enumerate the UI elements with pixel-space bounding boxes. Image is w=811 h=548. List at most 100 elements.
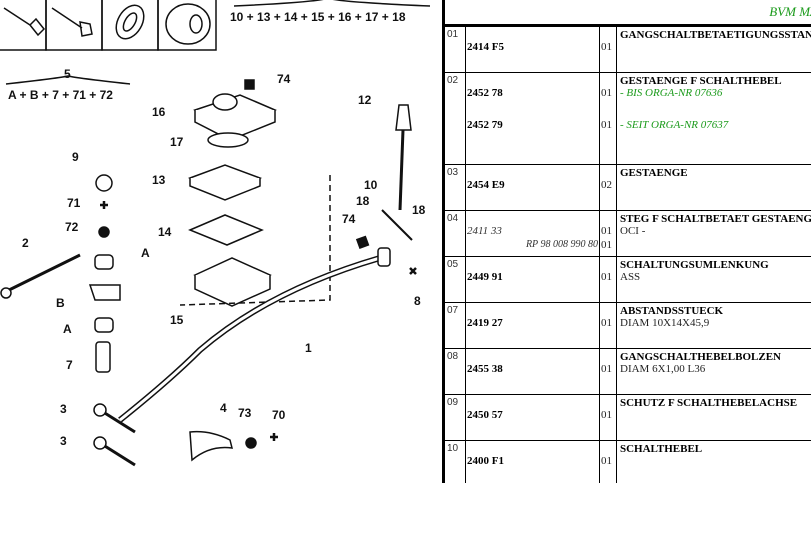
part-number[interactable]: 2452 79 [467,119,503,131]
quantity: 01 [601,271,612,283]
callout: 71 [67,196,81,210]
part-number[interactable]: 2400 F1 [467,455,504,467]
parts-exploded-diagram: 10 + 13 + 14 + 15 + 16 + 17 + 18 5 A + B… [0,0,431,467]
quantity: 01 [601,317,612,329]
part-number-cell: 2452 78 2452 79 [465,73,600,164]
callout: B [56,296,65,310]
callout: 13 [152,173,166,187]
part-number[interactable]: 2449 91 [467,271,503,283]
part-number[interactable]: 2452 78 [467,87,503,99]
callout: 10 [364,178,378,192]
part-number[interactable]: 2419 27 [467,317,503,329]
callout: 73 [238,406,252,420]
qty-cell: 01 [600,441,617,483]
part-number[interactable]: 2454 E9 [467,179,505,191]
part-number-cell: 2455 38 [465,349,600,394]
callout: 72 [65,220,79,234]
ref-number: 05 [445,257,466,302]
part-number[interactable]: 2414 F5 [467,41,504,53]
part-number[interactable]: 2411 33 [467,225,502,237]
callout: 15 [170,313,184,327]
callout: A [63,322,72,336]
callout: 7 [66,358,73,372]
callout: 74 [277,72,291,86]
part-description: SCHUTZ F SCHALTHEBELACHSE [620,397,798,409]
part-note: - SEIT ORGA-NR 07637 [620,119,729,131]
callout: 3 [60,402,67,416]
replacement-part-number[interactable]: RP 98 008 990 80 [525,239,598,250]
part-note: - BIS ORGA-NR 07636 [620,87,723,99]
qty-cell: 01 [600,257,617,302]
part-description: GESTAENGE F SCHALTHEBEL [620,75,782,87]
description-cell: GESTAENGE [618,165,811,210]
callout: 3 [60,434,67,448]
parts-table: BVM MA 01 2414 F5 01 GANGSCHALTBETAETIGU… [442,0,811,483]
part-number-cell: 2454 E9 [465,165,600,210]
part-note: DIAM 6X1,00 L36 [620,363,706,375]
table-row[interactable]: 01 2414 F5 01 GANGSCHALTBETAETIGUNGSSTAN… [445,27,811,73]
kit-main-label: 10 + 13 + 14 + 15 + 16 + 17 + 18 [230,10,406,24]
part-number-cell: 2414 F5 [465,27,600,72]
table-row[interactable]: 09 2450 57 01 SCHUTZ F SCHALTHEBELACHSE [445,395,811,441]
callout: 74 [342,212,356,226]
ref-number: 01 [445,27,466,72]
callout: 4 [220,401,227,415]
ref-number: 07 [445,303,466,348]
diagram-drawing [0,79,417,467]
part-description: ABSTANDSSTUECK [620,305,724,317]
callout: 17 [170,135,184,149]
quantity: 01 [601,239,612,251]
part-description: SCHALTHEBEL [620,443,703,455]
callout: A [141,246,150,260]
quantity: 01 [601,455,612,467]
quantity: 01 [601,409,612,421]
qty-cell: 01 [600,303,617,348]
ref-number: 10 [445,441,466,483]
ref-number: 02 [445,73,466,164]
part-number-cell: 2400 F1 [465,441,600,483]
table-row[interactable]: 02 2452 78 2452 79 01 01 GESTAENGE F SCHAL… [445,73,811,165]
part-number-cell: 2450 57 [465,395,600,440]
part-number[interactable]: 2455 38 [467,363,503,375]
table-row[interactable]: 10 2400 F1 01 SCHALTHEBEL [445,441,811,483]
ref-number: 04 [445,211,466,256]
part-number-cell: 2419 27 [465,303,600,348]
quantity: 02 [601,179,612,191]
callout: 1 [305,341,312,355]
part-description: STEG F SCHALTBETAET GESTAENGE [620,213,811,225]
part-note: ASS [620,271,641,283]
part-number[interactable]: 2450 57 [467,409,503,421]
part-note: OCI - [620,225,646,237]
table-row[interactable]: 03 2454 E9 02 GESTAENGE [445,165,811,211]
callout-labels: 74 16 17 13 14 15 12 10 18 18 74 8 1 9 7… [22,72,426,448]
part-description: SCHALTUNGSUMLENKUNG [620,259,769,271]
qty-cell: 01 [600,395,617,440]
qty-cell: 01 01 [600,73,617,164]
qty-cell: 01 [600,27,617,72]
callout: 2 [22,236,29,250]
quantity: 01 [601,119,612,131]
ref-number: 09 [445,395,466,440]
callout: 70 [272,408,286,422]
callout: 18 [412,203,426,217]
part-description: GANGSCHALTHEBELBOLZEN [620,351,781,363]
qty-cell: 02 [600,165,617,210]
ref-number: 03 [445,165,466,210]
description-cell: SCHALTHEBEL [618,441,811,483]
kit-5-label: A + B + 7 + 71 + 72 [8,88,113,102]
part-number-cell: 2411 33 RP 98 008 990 80 [465,211,600,256]
quantity: 01 [601,41,612,53]
model-title: BVM MA [769,4,811,19]
callout: 18 [356,194,370,208]
quantity: 01 [601,225,612,237]
description-cell: SCHUTZ F SCHALTHEBELACHSE [618,395,811,440]
quantity: 01 [601,87,612,99]
